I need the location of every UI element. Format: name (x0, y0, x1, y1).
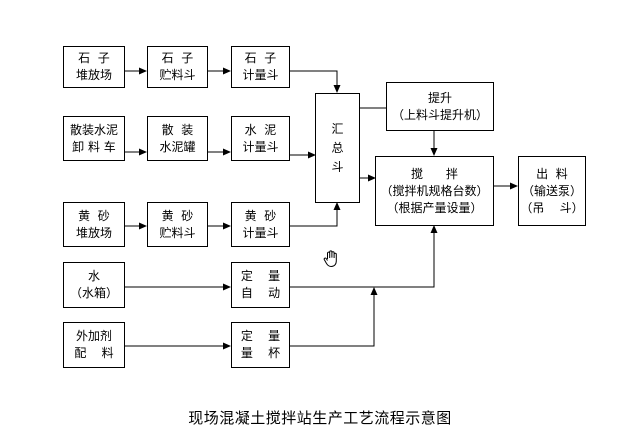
box-stone-yard: 石 子 堆放场 (63, 46, 125, 88)
box-water-meter-line-2: 自 动 (240, 286, 281, 300)
box-cement-truck-line-2: 卸 料 车 (72, 139, 116, 154)
arrow-stone-meter-to-collector (290, 70, 341, 93)
hand-cursor-icon (323, 250, 337, 267)
box-stone-hopper-line-2: 贮料斗 (159, 68, 196, 82)
box-stone-meter: 石 子 计量斗 (231, 46, 290, 88)
box-lift-line-1: 提升 (427, 90, 452, 105)
box-cement-meter-line-2: 计量斗 (242, 139, 279, 154)
box-output: 出 料 （输送泵） （吊 斗） (518, 156, 586, 226)
box-sand-meter: 黄 砂 计量斗 (231, 202, 290, 247)
box-mixer-line-3: （根据产量设量） (386, 200, 483, 215)
box-stone-yard-line-1: 石 子 (78, 51, 110, 65)
box-water: 水 （水箱） (63, 262, 125, 308)
box-cement-meter-line-1: 水 泥 (244, 122, 277, 137)
box-mixer-line-2: （搅拌机规格台数） (380, 183, 489, 198)
box-cement-silo: 散 装 水泥罐 (147, 116, 208, 161)
arrow-sand-meter-to-collector (290, 202, 341, 227)
box-sand-meter-line-2: 计量斗 (242, 225, 279, 240)
box-stone-hopper: 石 子 贮料斗 (147, 46, 208, 88)
box-cement-silo-line-1: 散 装 (161, 122, 194, 137)
box-stone-meter-line-1: 石 子 (244, 51, 277, 65)
box-water-line-1: 水 (87, 269, 100, 283)
box-additive-meter: 定 量 量 杯 (231, 322, 290, 368)
box-cement-truck: 散装水泥 卸 料 车 (63, 116, 125, 161)
box-lift-line-2: （上料斗提升机） (391, 107, 488, 122)
box-collector-line-3: 斗 (331, 159, 344, 174)
box-sand-meter-line-1: 黄 砂 (244, 208, 277, 223)
box-additive-line-1: 外加剂 (75, 329, 112, 343)
box-stone-meter-line-2: 计量斗 (242, 68, 279, 82)
box-cement-truck-line-1: 散装水泥 (69, 122, 118, 137)
box-sand-yard-line-1: 黄 砂 (78, 208, 110, 223)
box-sand-hopper-line-1: 黄 砂 (161, 208, 194, 223)
box-sand-yard: 黄 砂 堆放场 (63, 202, 125, 247)
arrow-additive-meter-to-water-line (290, 287, 378, 347)
box-additive-meter-line-1: 定 量 (240, 329, 281, 343)
arrow-water-meter-to-mixer (290, 225, 438, 288)
box-stone-hopper-line-1: 石 子 (161, 51, 194, 65)
box-water-line-2: （水箱） (69, 286, 118, 300)
box-lift: 提升 （上料斗提升机） (386, 82, 494, 131)
box-cement-silo-line-2: 水泥罐 (159, 139, 196, 154)
box-cement-meter: 水 泥 计量斗 (231, 116, 290, 161)
box-mixer-line-1: 搅 拌 (411, 166, 458, 181)
box-sand-hopper-line-2: 贮料斗 (159, 225, 196, 240)
box-collector-line-2: 总 (331, 140, 344, 155)
box-sand-yard-line-2: 堆放场 (75, 225, 112, 240)
box-water-meter-line-1: 定 量 (240, 269, 281, 283)
box-additive: 外加剂 配 料 (63, 322, 125, 368)
box-additive-line-2: 配 料 (74, 346, 114, 360)
box-output-line-2: （输送泵） (521, 183, 582, 198)
box-collector: 汇 总 斗 (315, 93, 360, 203)
box-mixer: 搅 拌 （搅拌机规格台数） （根据产量设量） (375, 156, 494, 226)
box-output-line-1: 出 料 (536, 166, 568, 181)
box-sand-hopper: 黄 砂 贮料斗 (147, 202, 208, 247)
box-stone-yard-line-2: 堆放场 (75, 68, 112, 82)
box-collector-line-1: 汇 (331, 121, 344, 136)
diagram-caption: 现场混凝土搅拌站生产工艺流程示意图 (188, 409, 452, 427)
box-output-line-3: （吊 斗） (520, 200, 584, 215)
box-water-meter: 定 量 自 动 (231, 262, 290, 308)
box-additive-meter-line-2: 量 杯 (240, 346, 281, 360)
